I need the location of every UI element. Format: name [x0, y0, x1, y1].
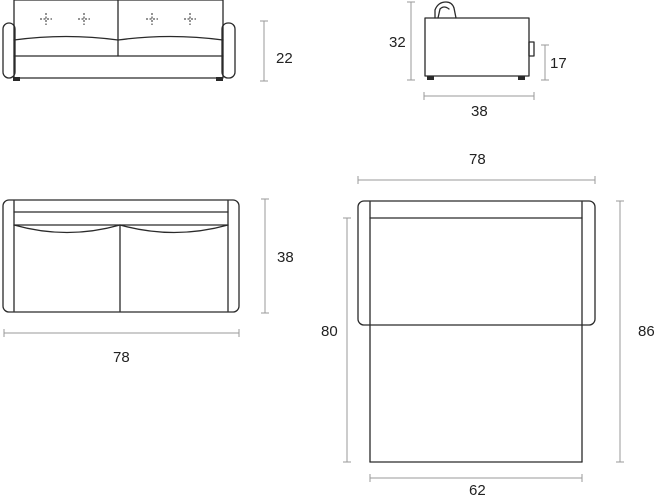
front-foot-left: [13, 77, 20, 81]
top-depth-label: 38: [277, 249, 294, 266]
side-handle: [528, 41, 535, 57]
bed-view: 78 80 86 62: [321, 151, 655, 499]
side-depth-label: 38: [471, 103, 488, 120]
bed-frame-outline: [357, 200, 596, 326]
side-height-dimension: [407, 1, 415, 81]
top-width-label: 78: [113, 349, 130, 366]
side-back-cushion: [434, 1, 457, 19]
bed-mattress-width-dimension: [369, 474, 583, 482]
bed-length-dimension: [343, 217, 351, 463]
front-body: [13, 0, 224, 79]
front-height-dimension: [260, 20, 268, 82]
front-height-label: 22: [276, 50, 293, 67]
side-seat-height-dimension: [541, 44, 549, 81]
bed-width-label: 78: [469, 151, 486, 168]
top-cushion-curve: [13, 224, 229, 234]
bed-total-length-label: 86: [638, 323, 655, 340]
side-back-fold: [437, 6, 450, 19]
side-height-label: 32: [389, 34, 406, 51]
bed-length-label: 80: [321, 323, 338, 340]
top-width-dimension: [3, 329, 240, 337]
side-foot-left: [427, 76, 434, 80]
top-depth-dimension: [261, 198, 269, 314]
front-foot-right: [216, 77, 223, 81]
side-foot-right: [518, 76, 525, 80]
side-view: 32 17 38: [389, 1, 567, 120]
bed-width-dimension: [357, 176, 596, 184]
bed-total-length-dimension: [616, 200, 624, 463]
front-right-arm: [221, 22, 236, 79]
side-depth-dimension: [423, 92, 535, 100]
front-tufting: [40, 13, 196, 25]
side-body: [424, 17, 530, 77]
side-seat-height-label: 17: [550, 55, 567, 72]
front-left-arm: [2, 22, 16, 79]
top-view: 38 78: [2, 198, 294, 366]
front-seat-curve: [13, 35, 224, 41]
front-view: 22: [2, 0, 293, 82]
bed-mattress-width-label: 62: [469, 482, 486, 499]
top-outline: [2, 199, 240, 313]
